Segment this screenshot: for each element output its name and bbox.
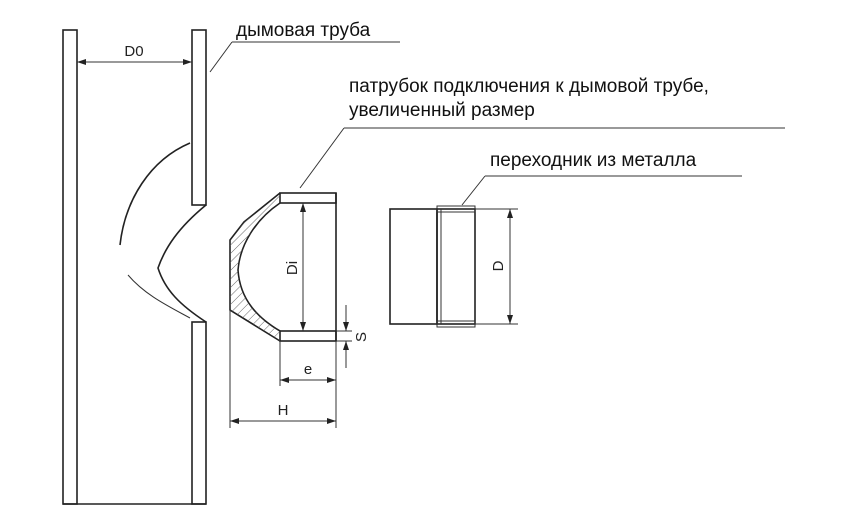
connector-label-line2: увеличенный размер xyxy=(349,100,535,121)
metal-adapter xyxy=(389,205,476,328)
s-dimension: S xyxy=(336,305,370,368)
d-label: D xyxy=(490,260,507,271)
chimney-pipe xyxy=(62,29,207,505)
h-dimension: H xyxy=(229,310,337,428)
d-dimension: D xyxy=(475,208,518,325)
chimney-label: дымовая труба xyxy=(236,20,371,41)
e-label: e xyxy=(304,361,312,378)
e-dimension: e xyxy=(279,341,337,386)
s-label: S xyxy=(353,332,370,342)
chimney-leader: дымовая труба xyxy=(209,20,400,73)
adapter-label: переходник из металла xyxy=(490,150,697,171)
connector-leader: патрубок подключения к дымовой трубе, ув… xyxy=(299,76,785,189)
connector-part xyxy=(229,192,337,342)
d0-dimension: D0 xyxy=(77,43,192,65)
d0-label: D0 xyxy=(124,43,143,60)
di-dimension: Di xyxy=(284,203,306,331)
di-label: Di xyxy=(284,261,301,275)
adapter-leader: переходник из металла xyxy=(461,150,742,206)
h-label: H xyxy=(278,402,289,419)
connector-label-line1: патрубок подключения к дымовой трубе, xyxy=(349,76,709,97)
